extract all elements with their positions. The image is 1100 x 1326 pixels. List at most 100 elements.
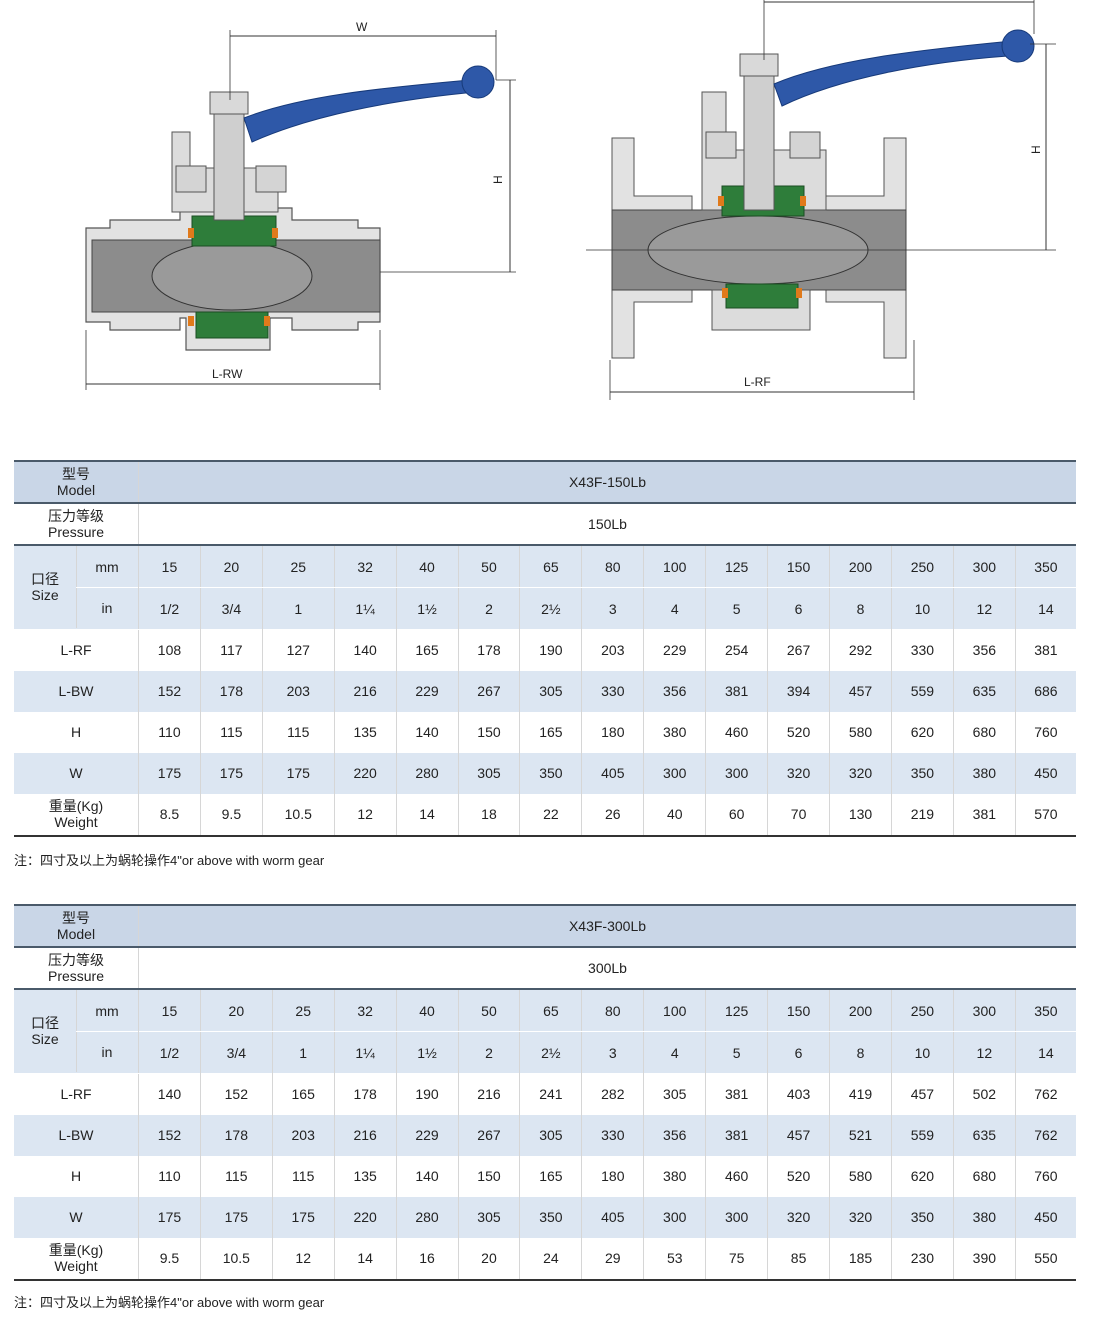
- model-label-cn: 型号: [62, 910, 90, 926]
- dimension-cell: 203: [271, 1114, 335, 1156]
- dimension-cell: 405: [581, 752, 644, 794]
- dimension-cell: 320: [829, 1196, 892, 1238]
- dimension-cell: 419: [829, 1073, 892, 1115]
- dimension-cell: 165: [395, 629, 458, 671]
- dimension-label: L-RF: [14, 629, 139, 671]
- dimension-cell: 620: [890, 711, 954, 753]
- dimension-cell: 457: [767, 1114, 830, 1156]
- dimension-cell: 405: [581, 1196, 644, 1238]
- dimension-cell: 356: [643, 670, 706, 712]
- mm-unit-label: mm: [76, 990, 138, 1032]
- weight-cell: 14: [395, 793, 458, 837]
- dimension-cell: 140: [395, 711, 458, 753]
- dimension-cell: 635: [952, 1114, 1016, 1156]
- dimension-cell: 178: [199, 1114, 273, 1156]
- size-label-cn: 口径: [31, 1015, 59, 1031]
- right-valve-drawing: H L-RF: [586, 0, 1056, 400]
- dimension-cell: 350: [890, 752, 954, 794]
- dimension-cell: 216: [333, 1114, 397, 1156]
- dimension-cell: 216: [457, 1073, 520, 1115]
- dimension-cell: 300: [643, 752, 706, 794]
- size-in-cell: 2½: [519, 1031, 582, 1073]
- dimension-cell: 241: [519, 1073, 582, 1115]
- dimension-label: W: [14, 752, 139, 794]
- dimension-cell: 380: [643, 711, 706, 753]
- size-in-cell: 5: [705, 587, 768, 629]
- dimension-cell: 180: [581, 711, 644, 753]
- dimension-cell: 140: [333, 629, 397, 671]
- size-in-cell: 2: [457, 1031, 520, 1073]
- size-mm-cell: 25: [271, 989, 335, 1032]
- dimension-label: L-BW: [14, 1114, 139, 1156]
- dimension-cell: 460: [705, 711, 768, 753]
- dimension-cell: 254: [705, 629, 768, 671]
- dimension-cell: 175: [199, 752, 263, 794]
- size-in-cell: 3/4: [199, 1031, 273, 1073]
- weight-cell: 130: [829, 793, 892, 837]
- size-mm-cell: 15: [138, 545, 201, 588]
- size-mm-cell: 50: [457, 989, 520, 1032]
- dimension-cell: 680: [952, 1155, 1016, 1197]
- dimension-cell: 300: [705, 1196, 768, 1238]
- size-in-cell: 12: [952, 1031, 1016, 1073]
- dimension-cell: 350: [519, 1196, 582, 1238]
- dimension-cell: 280: [395, 752, 458, 794]
- dimension-cell: 320: [767, 752, 830, 794]
- dimension-cell: 460: [705, 1155, 768, 1197]
- size-in-cell: 1¼: [333, 1031, 397, 1073]
- dimension-cell: 330: [890, 629, 954, 671]
- dimension-cell: 108: [138, 629, 201, 671]
- dimension-cell: 115: [271, 1155, 335, 1197]
- size-label-en: Size: [31, 1031, 59, 1047]
- weight-cell: 570: [1014, 793, 1076, 837]
- size-mm-cell: 200: [829, 545, 892, 588]
- size-mm-cell: 150: [767, 545, 830, 588]
- size-mm-cell: 300: [952, 989, 1016, 1032]
- dimension-cell: 165: [519, 1155, 582, 1197]
- size-mm-cell: 15: [138, 989, 201, 1032]
- size-mm-cell: 250: [890, 989, 954, 1032]
- dimension-cell: 380: [643, 1155, 706, 1197]
- dimension-cell: 305: [457, 752, 520, 794]
- dimension-cell: 135: [333, 711, 397, 753]
- dimension-cell: 762: [1014, 1073, 1076, 1115]
- size-mm-cell: 40: [395, 989, 458, 1032]
- dimension-cell: 380: [952, 1196, 1016, 1238]
- model-label-en: Model: [56, 482, 96, 498]
- dimension-cell: 559: [890, 1114, 954, 1156]
- dimension-cell: 229: [395, 670, 458, 712]
- model-value: X43F-300Lb: [138, 904, 1076, 948]
- dimension-cell: 229: [395, 1114, 458, 1156]
- size-mm-cell: 20: [199, 989, 273, 1032]
- weight-cell: 550: [1014, 1237, 1076, 1281]
- dimension-cell: 580: [829, 1155, 892, 1197]
- dimension-cell: 620: [890, 1155, 954, 1197]
- dimension-cell: 760: [1014, 711, 1076, 753]
- dimension-label: H: [14, 711, 139, 753]
- weight-label-en: Weight: [54, 1258, 98, 1274]
- dimension-cell: 175: [199, 1196, 273, 1238]
- size-in-cell: 1¼: [333, 587, 397, 629]
- dimension-label: L-BW: [14, 670, 139, 712]
- dimension-cell: 165: [271, 1073, 335, 1115]
- size-mm-cell: 65: [519, 989, 582, 1032]
- dimension-cell: 356: [643, 1114, 706, 1156]
- size-in-cell: 1½: [395, 1031, 458, 1073]
- dimension-cell: 175: [138, 752, 201, 794]
- dimension-cell: 229: [643, 629, 706, 671]
- dimension-cell: 380: [952, 752, 1016, 794]
- size-mm-cell: 125: [705, 545, 768, 588]
- size-in-cell: 3/4: [199, 587, 263, 629]
- dimension-cell: 110: [138, 711, 201, 753]
